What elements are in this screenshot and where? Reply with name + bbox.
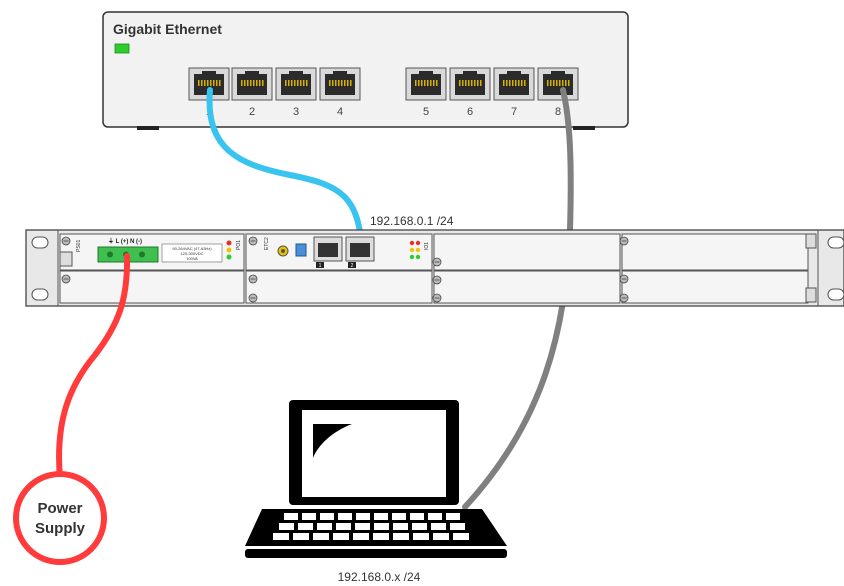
switch-port-label: 7 <box>511 106 517 118</box>
keyboard-key <box>428 513 442 520</box>
keyboard-key <box>338 513 352 520</box>
switch-port-2[interactable]: 2 <box>231 67 273 118</box>
keyboard-key <box>293 533 309 540</box>
keyboard-key <box>353 533 369 540</box>
rack-screw <box>248 274 258 284</box>
eth-port-2-label: 2 <box>351 263 354 269</box>
psu-terminal-label: ⏚ L (+) N (-) <box>108 238 142 245</box>
switch-port-label: 4 <box>337 106 343 118</box>
eth-port-1-label: 1 <box>319 263 322 269</box>
keyboard-key <box>279 523 294 530</box>
io-module-label: IO1 <box>424 242 430 250</box>
rack-chassis <box>25 229 844 307</box>
switch-port-label: 2 <box>249 106 255 118</box>
power-supply-label-line-1: Power <box>37 500 82 517</box>
psu-module-label: PS01 <box>76 240 82 252</box>
psu-rating-line-2: 120-300VDC <box>180 251 203 256</box>
laptop-icon <box>245 400 507 558</box>
switch-port-label: 5 <box>423 106 429 118</box>
rack-screw <box>61 236 71 246</box>
power-supply: Power Supply <box>13 471 107 565</box>
keyboard-key <box>450 523 465 530</box>
keyboard-key <box>392 513 406 520</box>
psu-slot-label: PO1 <box>236 240 242 250</box>
rack-screw <box>61 274 71 284</box>
switch-port-8[interactable]: 8 <box>537 67 579 118</box>
rack-screw <box>619 293 629 303</box>
rack-screw <box>619 274 629 284</box>
power-supply-label-line-2: Supply <box>35 520 86 537</box>
rack-screw <box>248 236 258 246</box>
psu-led-green <box>226 254 232 260</box>
switch-port-1[interactable]: 1 <box>188 67 230 118</box>
switch-port-label: 3 <box>293 106 299 118</box>
rack-screw <box>248 293 258 303</box>
cpu-module: ETC2 1 2 <box>264 236 375 269</box>
usb-port-icon <box>295 243 307 257</box>
keyboard-key <box>433 533 449 540</box>
switch-port-5[interactable]: 5 <box>405 67 447 118</box>
psu-rating-line-1: 90-264VAC (47-63Hz) <box>172 246 212 251</box>
rack-screw <box>432 257 442 267</box>
keyboard-key <box>356 513 370 520</box>
keyboard-key <box>393 523 408 530</box>
rack-screw <box>619 236 629 246</box>
keyboard-key <box>336 523 351 530</box>
ethernet-cable-blue <box>206 87 365 258</box>
switch-port-6[interactable]: 6 <box>449 67 491 118</box>
switch-port-3[interactable]: 3 <box>275 67 317 118</box>
ethernet-switch: Gigabit Ethernet 1 2 3 4 5 6 7 8 <box>102 11 629 130</box>
device-ip-label: 192.168.0.1 /24 <box>370 214 454 228</box>
keyboard-key <box>373 533 389 540</box>
keyboard-key <box>317 523 332 530</box>
keyboard-key <box>431 523 446 530</box>
psu-rating-line-3: 100VA <box>186 256 198 261</box>
rack-screw <box>432 275 442 285</box>
keyboard-key <box>393 533 409 540</box>
power-cable-red <box>56 253 131 481</box>
switch-power-led <box>114 43 130 54</box>
keyboard-key <box>410 513 424 520</box>
switch-port-label: 6 <box>467 106 473 118</box>
psu-led-yellow <box>226 247 232 253</box>
psu-led-red <box>226 240 232 246</box>
cpu-module-label: ETC2 <box>264 237 270 250</box>
switch-port-4[interactable]: 4 <box>319 67 361 118</box>
keyboard-key <box>374 523 389 530</box>
keyboard-key <box>302 513 316 520</box>
keyboard-key <box>284 513 298 520</box>
rack-screw <box>432 293 442 303</box>
keyboard-key <box>313 533 329 540</box>
keyboard-key <box>374 513 388 520</box>
keyboard-key <box>355 523 370 530</box>
switch-port-7[interactable]: 7 <box>493 67 535 118</box>
switch-title: Gigabit Ethernet <box>113 21 222 37</box>
switch-port-label: 8 <box>555 106 561 118</box>
keyboard-key <box>320 513 334 520</box>
io-module: IO1 <box>409 240 430 260</box>
keyboard-key <box>333 533 349 540</box>
keyboard-key <box>273 533 289 540</box>
laptop-ip-label: 192.168.0.x /24 <box>338 570 421 584</box>
keyboard-key <box>453 533 469 540</box>
keyboard-key <box>298 523 313 530</box>
keyboard-key <box>412 523 427 530</box>
keyboard-key <box>413 533 429 540</box>
keyboard-key <box>446 513 460 520</box>
